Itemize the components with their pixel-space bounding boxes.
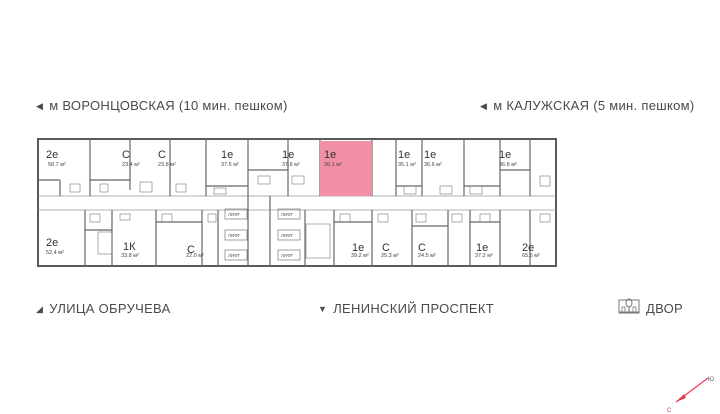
apartment-size: 36.1 м² [324, 162, 342, 168]
fixture [89, 213, 101, 223]
lift-label: ЛИФТ [228, 253, 240, 258]
apartment-size: 33.8 м² [121, 253, 139, 259]
apartment-size: 52.4 м² [46, 250, 64, 256]
fixture [99, 183, 109, 193]
fixture [257, 175, 271, 185]
lift-label: ЛИФТ [228, 212, 240, 217]
fixture [451, 213, 463, 223]
fixture [139, 181, 153, 193]
apartment-type: С [122, 149, 130, 161]
lift-label: ЛИФТ [228, 233, 240, 238]
apartment-type: С [418, 242, 426, 254]
apartment-size: 37.6 м² [282, 162, 300, 168]
lift-label: ЛИФТ [281, 253, 293, 258]
apartment-type: 1e [352, 242, 364, 254]
apartment-type: 1e [499, 149, 511, 161]
metro-vorontsovskaya-label: ◀м ВОРОНЦОВСКАЯ (10 мин. пешком) [36, 98, 288, 113]
apartment-type: 2e [46, 237, 58, 249]
apartment-u15[interactable]: С24.5 м² [412, 230, 448, 264]
apartment-size: 25.3 м² [381, 253, 399, 259]
apartment-size: 24.5 м² [418, 253, 436, 259]
metro-kaluzhskaya-label: ◀м КАЛУЖСКАЯ (5 мин. пешком) [480, 98, 695, 113]
apartment-type: 1e [221, 149, 233, 161]
yard-label: ДВОР [646, 301, 684, 316]
fixture [175, 183, 187, 193]
fixture [439, 185, 453, 195]
yard-tree-icon [618, 298, 640, 314]
apartment-type: 2e [522, 242, 534, 254]
fixture [119, 213, 131, 221]
apartment-type: 1e [476, 242, 488, 254]
fixture [97, 231, 113, 255]
direction-arrow-icon: ▼ [318, 304, 328, 314]
apartment-type: С [158, 149, 166, 161]
fixture [415, 213, 427, 223]
fixture [479, 213, 491, 223]
apartment-u3[interactable]: С23.8 м² [130, 141, 176, 196]
fixture [339, 213, 351, 223]
direction-arrow-icon: ◢ [36, 304, 44, 314]
fixture [69, 183, 81, 193]
apartment-u12[interactable]: С22.0 м² [162, 210, 204, 264]
fixture [291, 175, 305, 185]
apartment-type: С [187, 244, 195, 256]
apartment-type: 1e [324, 149, 336, 161]
fixture [539, 213, 551, 223]
apartment-size: 37.2 м² [475, 253, 493, 259]
apartment-u2[interactable]: С23.4 м² [92, 141, 140, 196]
direction-arrow-icon: ◀ [480, 101, 488, 111]
street-obrucheva-label: ◢УЛИЦА ОБРУЧЕВА [36, 301, 171, 316]
interior-walls [38, 139, 531, 266]
apartment-size: 36.8 м² [499, 162, 517, 168]
apartment-type: 1К [123, 241, 136, 253]
lift-label: ЛИФТ [281, 233, 293, 238]
fixture [539, 175, 551, 187]
apartment-type: 1e [282, 149, 294, 161]
fixtures [69, 175, 551, 259]
compass-north: С [667, 408, 672, 414]
apartment-type: 2e [46, 149, 58, 161]
fixture [161, 213, 173, 223]
apartment-size: 39.2 м² [351, 253, 369, 259]
apartment-type: 1e [424, 149, 436, 161]
fixture [305, 223, 331, 259]
fixture [213, 187, 227, 195]
apartment-size: 23.8 м² [158, 162, 176, 168]
compass-icon: С Ю [667, 377, 714, 414]
apartment-type: С [382, 242, 390, 254]
fixture [403, 185, 417, 195]
apartment-size: 22.0 м² [186, 253, 204, 259]
compass-south: Ю [708, 377, 714, 383]
apartment-size: 23.4 м² [122, 162, 140, 168]
lift-label: ЛИФТ [281, 212, 293, 217]
apartment-size: 58.7 м² [48, 162, 66, 168]
fixture [377, 213, 389, 223]
fixture [207, 213, 217, 223]
fixture [469, 185, 483, 195]
direction-arrow-icon: ◀ [36, 101, 44, 111]
apartment-area[interactable] [320, 141, 372, 196]
leninsky-prospekt-label: ▼ЛЕНИНСКИЙ ПРОСПЕКТ [318, 301, 494, 316]
apartment-size: 35.1 м² [398, 162, 416, 168]
apartment-type: 1e [398, 149, 410, 161]
apartment-size: 36.6 м² [424, 162, 442, 168]
apartment-size: 65.6 м² [522, 253, 540, 259]
core: ЛИФТ ЛИФТ ЛИФТ ЛИФТ ЛИФТ ЛИФТ [224, 208, 301, 261]
apartment-size: 37.5 м² [221, 162, 239, 168]
apartment-u14[interactable]: С25.3 м² [372, 225, 412, 264]
